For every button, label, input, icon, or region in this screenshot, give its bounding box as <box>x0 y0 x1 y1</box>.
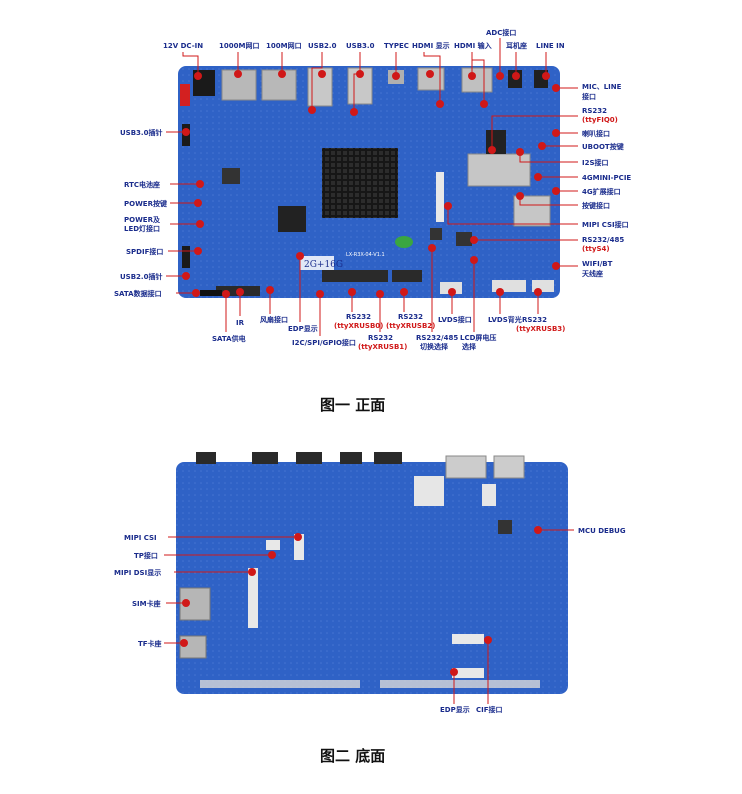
back-label-mipi-dsi: MIPI DSI显示 <box>114 568 161 577</box>
front-labels-left: USB3.0插针 RTC电池座 POWER按键 POWER及 LED灯接口 SP… <box>114 128 167 298</box>
label-rs232485-sel-2: 切换选择 <box>420 342 449 351</box>
label-ext4g: 4G扩展接口 <box>582 187 621 196</box>
label-lcd-2: 选择 <box>462 342 477 351</box>
front-leaders-top <box>182 38 550 116</box>
label-hdmi-in: HDMI 输入 <box>454 41 492 50</box>
label-usb30: USB3.0 <box>346 42 375 50</box>
label-edp: EDP显示 <box>288 324 318 333</box>
label-keys: 按键接口 <box>582 201 610 210</box>
label-mic-line-2: 接口 <box>582 92 596 101</box>
label-lan1: 1000M网口 <box>219 42 259 50</box>
back-board <box>176 452 568 694</box>
heatsink <box>322 148 398 218</box>
label-speaker: 喇叭接口 <box>582 129 610 138</box>
label-rs232485-sub: (ttyS4) <box>582 245 610 253</box>
hdmi-in-port <box>461 67 493 93</box>
label-sata-data: SATA数据接口 <box>114 289 162 298</box>
label-rs232-u1-sub: (ttyXRUSB1) <box>358 343 407 351</box>
front-board: LX-R3X-04-V1.1 2G+16G <box>178 66 560 298</box>
back-labels: MIPI CSI TP接口 MIPI DSI显示 SIM卡座 TF卡座 MCU … <box>114 527 626 714</box>
front-leaders-right <box>444 84 578 270</box>
label-rs232-u1: RS232 <box>368 334 393 342</box>
label-mic-line: MIC、LINE <box>582 83 622 91</box>
label-uboot: UBOOT按键 <box>582 142 624 151</box>
front-labels-bottom: IR SATA供电 风扇接口 EDP显示 I2C/SPI/GPIO接口 RS23… <box>212 313 565 351</box>
front-labels-right: MIC、LINE 接口 RS232 (ttyFIQ0) 喇叭接口 UBOOT按键… <box>582 83 631 278</box>
label-i2s: I2S接口 <box>582 158 609 167</box>
label-rs232-fiq-sub: (ttyFIQ0) <box>582 116 618 124</box>
label-mpcie: 4GMINI-PCIE <box>582 174 631 182</box>
back-leaders <box>164 526 574 704</box>
back-label-tf: TF卡座 <box>138 639 162 648</box>
label-mipi-csi: MIPI CSI接口 <box>582 220 629 229</box>
label-power-key: POWER按键 <box>124 199 167 208</box>
label-wifi-2: 天线座 <box>582 269 603 278</box>
back-label-sim: SIM卡座 <box>132 599 161 608</box>
label-usb20-pin: USB2.0插针 <box>120 272 162 281</box>
label-spdif: SPDIF接口 <box>126 247 163 256</box>
label-lvds-bl: LVDS背光 <box>488 315 522 324</box>
back-label-mipi-csi: MIPI CSI <box>124 534 157 542</box>
label-linein: LINE IN <box>536 42 565 50</box>
label-rs232-u3: RS232 <box>522 316 547 324</box>
label-typec: TYPEC <box>384 42 409 50</box>
label-usb30-pin: USB3.0插针 <box>120 128 162 137</box>
label-hdmi-out: HDMI 显示 <box>412 41 450 50</box>
label-rs232-u0: RS232 <box>346 313 371 321</box>
label-power-led: POWER及 <box>124 216 161 224</box>
label-fan: 风扇接口 <box>260 315 288 324</box>
label-rs232-u2-sub: (ttyXRUSB2) <box>386 322 435 330</box>
back-label-cif: CIF接口 <box>476 705 503 714</box>
label-rs232485-sel: RS232/485 <box>416 334 458 342</box>
label-adc: ADC接口 <box>486 28 516 37</box>
label-dcin: 12V DC-IN <box>163 42 203 50</box>
label-ir: IR <box>236 319 245 327</box>
back-label-edp: EDP显示 <box>440 705 470 714</box>
label-rs232-u2: RS232 <box>398 313 423 321</box>
board-memory-label: 2G+16G <box>304 260 343 270</box>
back-caption: 图二 底面 <box>320 747 385 765</box>
label-earphone: 耳机座 <box>506 41 527 50</box>
label-wifi: WIFI/BT <box>582 260 613 268</box>
front-caption: 图一 正面 <box>320 396 385 414</box>
label-rs232485: RS232/485 <box>582 236 624 244</box>
front-leaders-left <box>166 128 204 297</box>
label-usb20: USB2.0 <box>308 42 337 50</box>
lan2-port <box>261 69 297 101</box>
front-labels-top: 12V DC-IN 1000M网口 100M网口 USB2.0 USB3.0 T… <box>163 28 565 50</box>
label-sata-pwr: SATA供电 <box>212 334 246 343</box>
label-lvds: LVDS接口 <box>438 315 472 324</box>
back-label-mcu: MCU DEBUG <box>578 527 626 535</box>
board-model-label: LX-R3X-04-V1.1 <box>346 252 385 258</box>
hdmi-out-port <box>417 67 445 91</box>
label-i2c: I2C/SPI/GPIO接口 <box>292 338 356 347</box>
front-leaders-bottom <box>222 244 542 336</box>
label-rs232-u0-sub: (ttyXRUSB0) <box>334 322 383 330</box>
label-lan2: 100M网口 <box>266 42 302 50</box>
label-rs232-u3-sub: (ttyXRUSB3) <box>516 325 565 333</box>
label-power-led-2: LED灯接口 <box>124 224 160 233</box>
label-rtc: RTC电池座 <box>124 180 160 189</box>
label-lcd: LCD屏电压 <box>460 333 496 342</box>
label-rs232-fiq: RS232 <box>582 107 607 115</box>
back-label-tp: TP接口 <box>134 551 158 560</box>
